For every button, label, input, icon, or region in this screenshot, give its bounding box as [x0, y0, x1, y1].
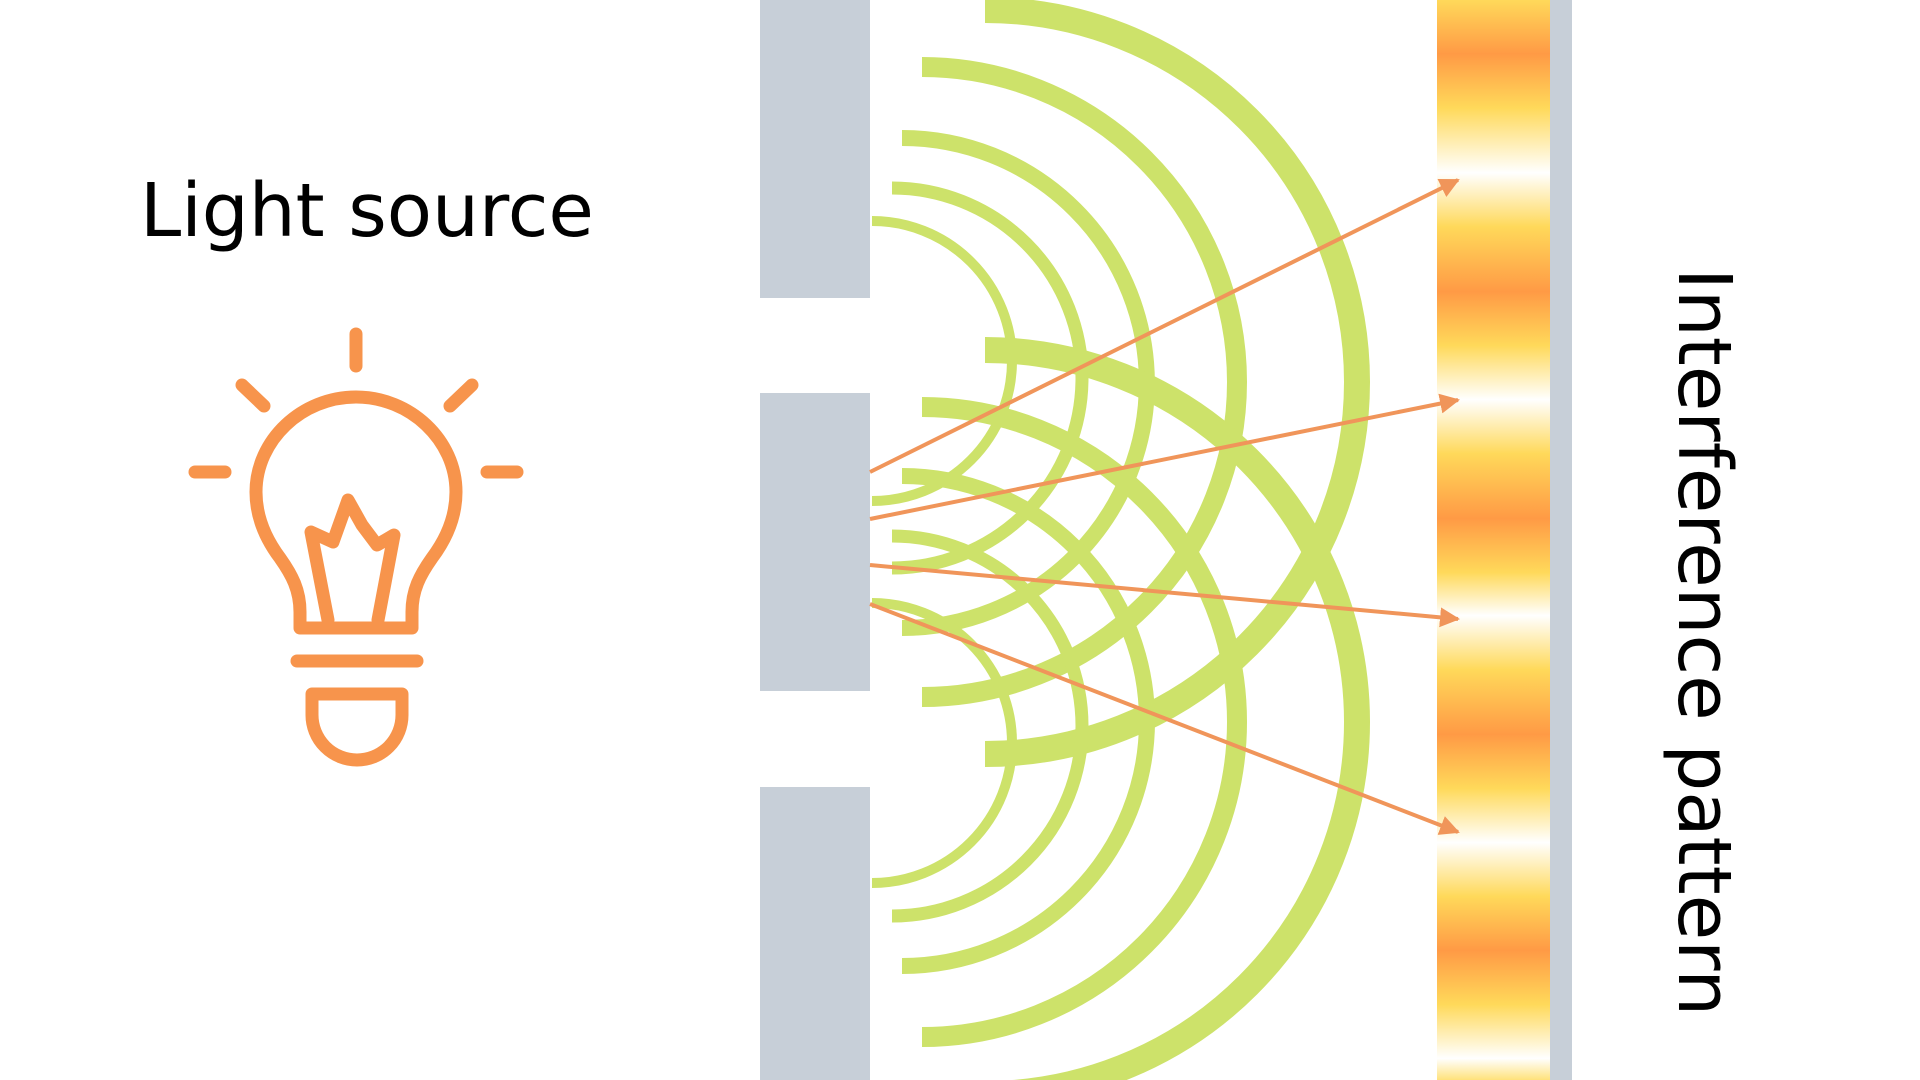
wavefront: [921, 397, 1247, 1047]
interference-screen: [1437, 0, 1572, 1080]
ray-upper-right: [443, 378, 479, 413]
fringe-pattern: [1437, 0, 1550, 1080]
bulb-glass: [249, 390, 463, 635]
light-source-label: Light source: [140, 168, 594, 254]
lower-slit-wavefronts: [871, 337, 1370, 1080]
barrier-top: [760, 0, 870, 298]
light-bulb-icon: [188, 327, 524, 767]
path-arrow: [869, 602, 1460, 835]
wavefront: [871, 598, 1017, 888]
bulb-filament: [304, 493, 401, 627]
bulb-cap: [305, 687, 409, 767]
wavefront: [901, 468, 1155, 974]
path-arrow: [869, 393, 1460, 521]
wavefront: [984, 0, 1370, 767]
path-arrow: [869, 563, 1460, 628]
screen-backing: [1550, 0, 1572, 1080]
wavefront: [984, 337, 1370, 1080]
wavefront: [891, 529, 1089, 923]
path-arrows: [869, 178, 1460, 835]
double-slit-barrier: [760, 0, 870, 1080]
barrier-bottom: [760, 787, 870, 1080]
path-arrow: [869, 178, 1460, 474]
wavefront: [891, 181, 1089, 575]
barrier-middle: [760, 393, 870, 691]
ray-upper-left: [235, 378, 271, 413]
